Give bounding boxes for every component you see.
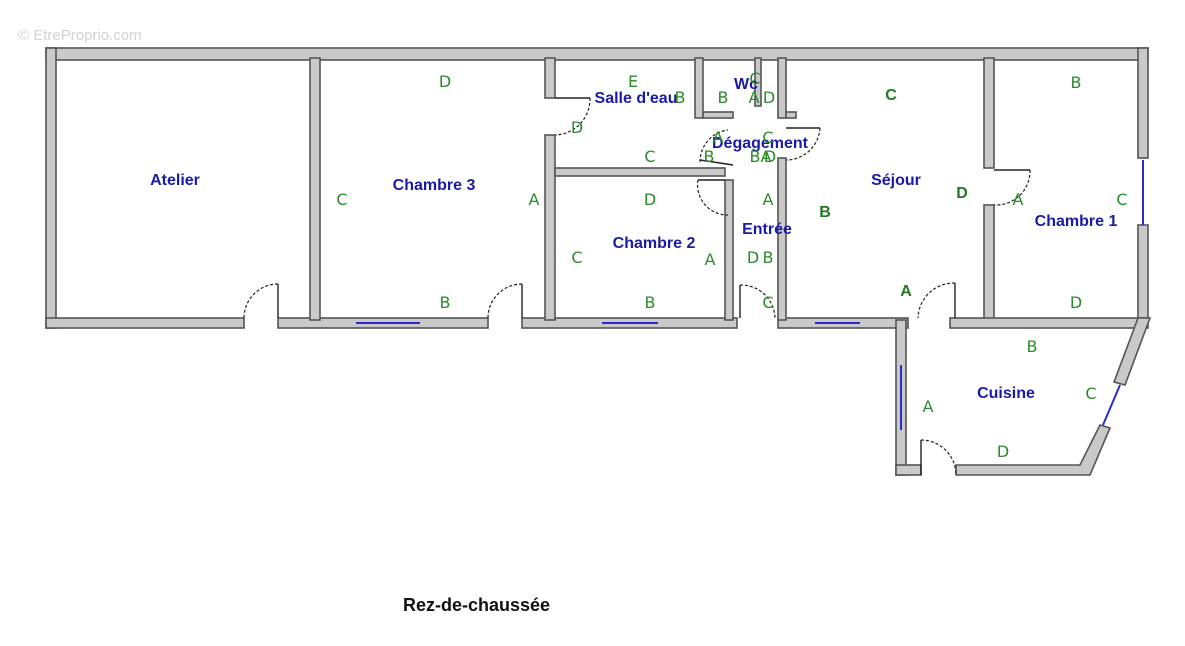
wall-letter: D [1070, 293, 1082, 312]
wall-letter: E [628, 72, 638, 91]
wall-deg-sejour [785, 111, 797, 119]
wall-wc-inner [754, 57, 762, 107]
wall-letter: B [1071, 73, 1082, 92]
wall-atelier-chambre3 [309, 57, 321, 321]
wall-letter: D [764, 147, 776, 166]
wall-letters: D C A B D E C B B A D C A B C B A D D C … [336, 69, 1127, 461]
wall-c3-sde-bottom [544, 134, 556, 321]
wall-letter: D [747, 248, 759, 267]
wall-letter: D [644, 190, 656, 209]
window-cuisine-right [1102, 384, 1121, 426]
room-label-wc: Wc [734, 76, 758, 93]
room-label-chambre2: Chambre 2 [613, 235, 696, 252]
room-label-chambre1: Chambre 1 [1035, 213, 1118, 230]
room-label-cuisine: Cuisine [977, 385, 1035, 402]
wall-letter: C [1116, 190, 1127, 209]
wall-letter: D [763, 88, 775, 107]
room-label-atelier: Atelier [150, 172, 200, 189]
wall-letter: D [571, 118, 583, 137]
wall-top [45, 47, 1149, 61]
wall-wc-sejour-top [777, 57, 787, 119]
door-cuisine-arc [917, 282, 956, 319]
door-deg-leaf [699, 159, 734, 166]
wall-letter: A [529, 190, 540, 209]
door-deg-arc [699, 129, 729, 163]
wall-letter: C [1085, 384, 1096, 403]
room-label-sejour: Séjour [871, 172, 921, 189]
wall-letter: C [336, 190, 347, 209]
wall-letter: A [713, 128, 724, 147]
wall-left [45, 47, 57, 329]
doors [243, 97, 1031, 476]
wall-letter: B [819, 204, 831, 221]
wall-letter: B [645, 293, 656, 312]
wall-letter: A [1013, 190, 1024, 209]
wall-cuisine-bottom-right [955, 424, 1112, 476]
floor-title: Rez-de-chaussée [403, 595, 550, 615]
wall-letter: B [750, 147, 761, 166]
wall-letter: B [675, 88, 686, 107]
wall-c2-entree [724, 179, 734, 321]
wall-letter: C [571, 248, 582, 267]
wall-letter: C [644, 147, 655, 166]
door-chambre1-arc [993, 169, 1031, 206]
door-exterior-arc [920, 439, 957, 476]
wall-sde-c2 [554, 167, 726, 177]
wall-sejour-ch1-bottom [983, 204, 995, 324]
wall-letter: D [997, 442, 1009, 461]
wall-letter: B [763, 248, 774, 267]
wall-cuisine-bottom-left [895, 464, 922, 476]
wall-letter: A [749, 88, 760, 107]
wall-bottom-1 [45, 317, 245, 329]
wall-letter: C [749, 69, 760, 88]
wall-letter: C [762, 128, 773, 147]
door-atelier-arc [243, 283, 279, 319]
door-sejour-top-arc [785, 127, 821, 161]
door-chambre2-arc [696, 179, 729, 216]
wall-letter: B [704, 147, 715, 166]
wall-sejour-ch1-top [983, 57, 995, 169]
wall-sejour-cuisine [949, 317, 1149, 329]
wall-letter: B [718, 88, 729, 107]
door-chambre3-arc [487, 283, 523, 319]
wall-letter: C [885, 87, 897, 104]
wall-letter: A [900, 283, 912, 300]
watermark-text: © EtreProprio.com [18, 27, 142, 44]
wall-right-top [1137, 47, 1149, 159]
wall-c3-sde-top [544, 57, 556, 99]
wall-sde-wc [694, 57, 704, 119]
room-label-salle-eau: Salle d'eau [595, 90, 678, 107]
wall-letter: D [439, 72, 451, 91]
wall-right-bottom [1137, 224, 1149, 324]
wall-wc-deg [702, 111, 734, 119]
wall-cuisine-right [1112, 317, 1152, 386]
wall-letter: A [923, 397, 934, 416]
wall-letter: B [1027, 337, 1038, 356]
room-label-degagement: Dégagement [712, 135, 809, 152]
door-entree-arc [739, 284, 776, 319]
walls [45, 47, 1152, 476]
wall-letter: B [440, 293, 451, 312]
wall-letter: C [762, 293, 773, 312]
wall-letter: A [763, 190, 774, 209]
room-label-entree: Entrée [742, 221, 792, 238]
room-label-chambre3: Chambre 3 [393, 177, 476, 194]
room-labels: Atelier Chambre 3 Salle d'eau Wc Dégagem… [150, 76, 1117, 402]
wall-letter: D [956, 185, 968, 202]
wall-entree-sejour [777, 157, 787, 321]
wall-letter: A [705, 250, 716, 269]
wall-letter: A [761, 147, 772, 166]
door-sde-arc [554, 97, 591, 136]
windows [356, 160, 1144, 430]
